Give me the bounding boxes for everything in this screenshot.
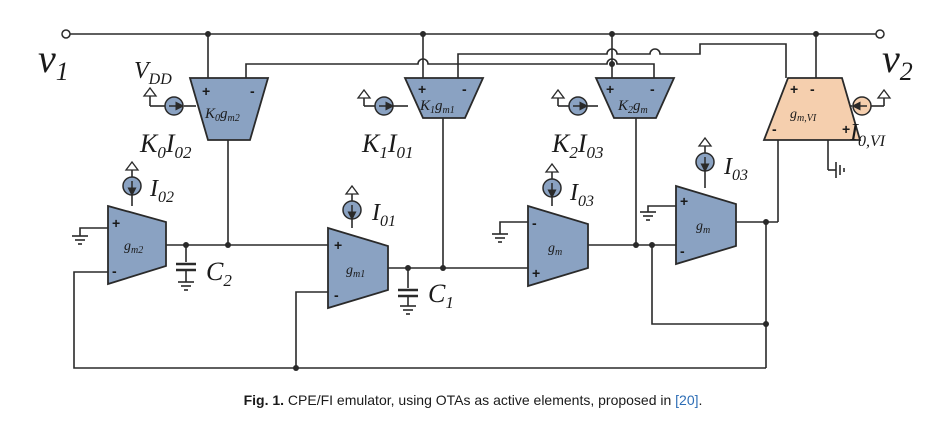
current-source-k0i02 (142, 86, 185, 116)
current-source-i03-b (695, 136, 715, 173)
ground-icon (828, 162, 845, 178)
ota-gmvi: + - gm,VI - + (762, 77, 862, 141)
ota-label: gm1 (346, 263, 365, 280)
svg-text:+: + (418, 81, 426, 97)
ota-gm-a: - + gm (527, 204, 589, 288)
junction-dot (440, 265, 446, 271)
v1-terminal (61, 29, 71, 39)
junction-dot (225, 242, 231, 248)
circuit-diagram: v1 v2 + - K0gm2 + - K1gm1 + - K2gm + - g… (38, 29, 913, 371)
v2-label: v2 (882, 36, 913, 86)
svg-text:+: + (790, 81, 798, 97)
vdd-label: VDD (134, 58, 172, 88)
svg-text:+: + (842, 121, 850, 137)
svg-text:-: - (772, 121, 777, 137)
v1-label: v1 (38, 36, 69, 86)
junction-dot (763, 321, 769, 327)
vdd-arrow-icon (344, 184, 360, 195)
svg-text:-: - (462, 81, 467, 97)
current-source-k1i01 (356, 88, 395, 116)
svg-text:-: - (650, 81, 655, 97)
junction-dot (763, 219, 769, 225)
k2i03-label: K2I03 (551, 129, 604, 162)
figure-label: Fig. 1. (243, 392, 285, 408)
svg-text:-: - (532, 215, 537, 231)
junction-dot (420, 31, 426, 37)
citation-link[interactable]: [20] (675, 392, 699, 408)
junction-dot (609, 61, 615, 67)
vdd-arrow-icon (544, 162, 560, 173)
current-source-k2i03 (550, 88, 589, 116)
ota-k2gm: + - K2gm (594, 77, 676, 119)
svg-text:-: - (334, 287, 339, 303)
ota-label: gm (548, 241, 562, 258)
c1-label: C1 (428, 279, 454, 312)
vdd-arrow-icon (142, 86, 158, 97)
ground-icon (72, 235, 88, 245)
junction-dot (649, 242, 655, 248)
i0vi-label: I0,VI (849, 120, 886, 150)
ota-label: K2gm (617, 98, 648, 116)
svg-text:+: + (334, 237, 342, 253)
current-source-i02 (122, 160, 142, 197)
ota-k1gm1: + - K1gm1 (403, 77, 485, 119)
ota-k0gm2: + - K0gm2 (188, 77, 270, 141)
ota-gm1: + - gm1 (327, 226, 389, 310)
svg-text:+: + (202, 83, 210, 99)
svg-text:-: - (112, 263, 117, 279)
junction-dot (205, 31, 211, 37)
ota-gm-b: + - gm (675, 184, 737, 266)
c2-label: C2 (206, 257, 232, 290)
junction-dot (633, 242, 639, 248)
ota-label: gm2 (124, 239, 143, 256)
i03-a-label: I03 (569, 180, 594, 210)
junction-dot (183, 242, 189, 248)
vdd-arrow-icon (697, 136, 713, 147)
ota-gm2: + - gm2 (107, 204, 167, 286)
i02-label: I02 (149, 176, 174, 206)
current-source-i0vi (851, 88, 892, 116)
k1i01-label: K1I01 (361, 129, 414, 162)
ota-label: K1gm1 (419, 98, 455, 116)
current-source-i01 (342, 184, 362, 221)
svg-text:+: + (680, 193, 688, 209)
svg-text:+: + (532, 265, 540, 281)
ground-icon (492, 233, 508, 243)
wires (66, 33, 880, 369)
v2-terminal (875, 29, 885, 39)
ota-label: gm (696, 219, 710, 236)
caption-text: CPE/FI emulator, using OTAs as active el… (284, 392, 676, 408)
svg-text:+: + (112, 215, 120, 231)
k0i02-label: K0I02 (139, 129, 192, 162)
ota-label: gm,VI (790, 107, 817, 124)
junction-dot (293, 365, 299, 371)
ota-label: K0gm2 (204, 106, 240, 124)
figure-caption: Fig. 1. CPE/FI emulator, using OTAs as a… (0, 392, 946, 408)
i01-label: I01 (371, 200, 396, 230)
vdd-arrow-icon (550, 88, 566, 99)
junction-dot (405, 265, 411, 271)
junction-dot (609, 31, 615, 37)
vdd-arrow-icon (124, 160, 140, 171)
junction-dots (61, 29, 885, 371)
svg-text:-: - (680, 243, 685, 259)
caption-end: . (698, 392, 703, 408)
junction-dot (813, 31, 819, 37)
ground-icon (640, 211, 656, 221)
vdd-arrow-icon (356, 88, 372, 99)
svg-text:-: - (810, 81, 815, 97)
svg-text:-: - (250, 83, 255, 99)
vdd-arrow-icon (876, 88, 892, 99)
capacitor-c2 (176, 262, 196, 291)
svg-text:+: + (606, 81, 614, 97)
i03-b-label: I03 (723, 154, 748, 184)
capacitor-c1 (398, 288, 418, 315)
current-source-i03-a (542, 162, 562, 199)
